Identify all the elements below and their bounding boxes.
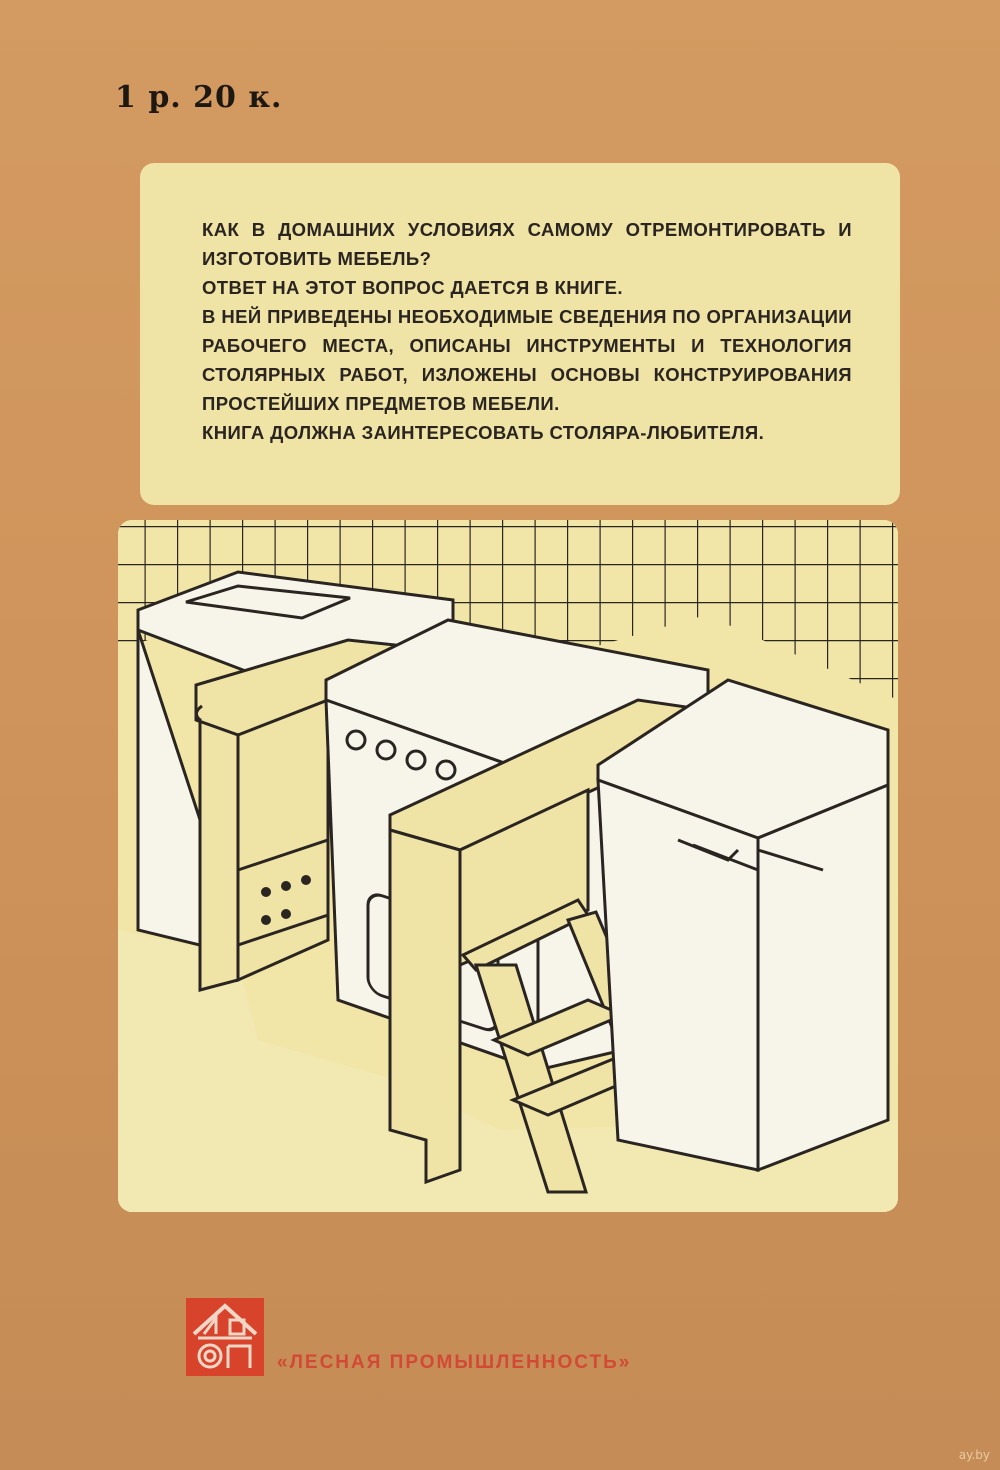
annotation-line-answer: ОТВЕТ НА ЭТОТ ВОПРОС ДАЕТСЯ В КНИГЕ.	[202, 277, 623, 298]
annotation-line-audience: КНИГА ДОЛЖНА ЗАИНТЕРЕСОВАТЬ СТОЛЯРА-ЛЮБИ…	[202, 422, 765, 443]
publisher-logo-icon	[186, 1298, 264, 1376]
annotation-line-contents: В НЕЙ ПРИВЕДЕНЫ НЕОБХОДИМЫЕ СВЕДЕНИЯ ПО …	[202, 306, 852, 414]
kitchen-drawing	[118, 520, 898, 1212]
watermark: ay.by	[958, 1448, 990, 1462]
annotation-text: КАК В ДОМАШНИХ УСЛОВИЯХ САМОМУ ОТРЕМОНТИ…	[202, 215, 852, 447]
price: 1 р. 20 к.	[115, 80, 283, 115]
publisher-name: «ЛЕСНАЯ ПРОМЫШЛЕННОСТЬ»	[277, 1352, 632, 1373]
annotation-panel: КАК В ДОМАШНИХ УСЛОВИЯХ САМОМУ ОТРЕМОНТИ…	[140, 163, 900, 505]
annotation-line-question: КАК В ДОМАШНИХ УСЛОВИЯХ САМОМУ ОТРЕМОНТИ…	[202, 219, 852, 269]
kitchen-illustration	[118, 520, 898, 1212]
